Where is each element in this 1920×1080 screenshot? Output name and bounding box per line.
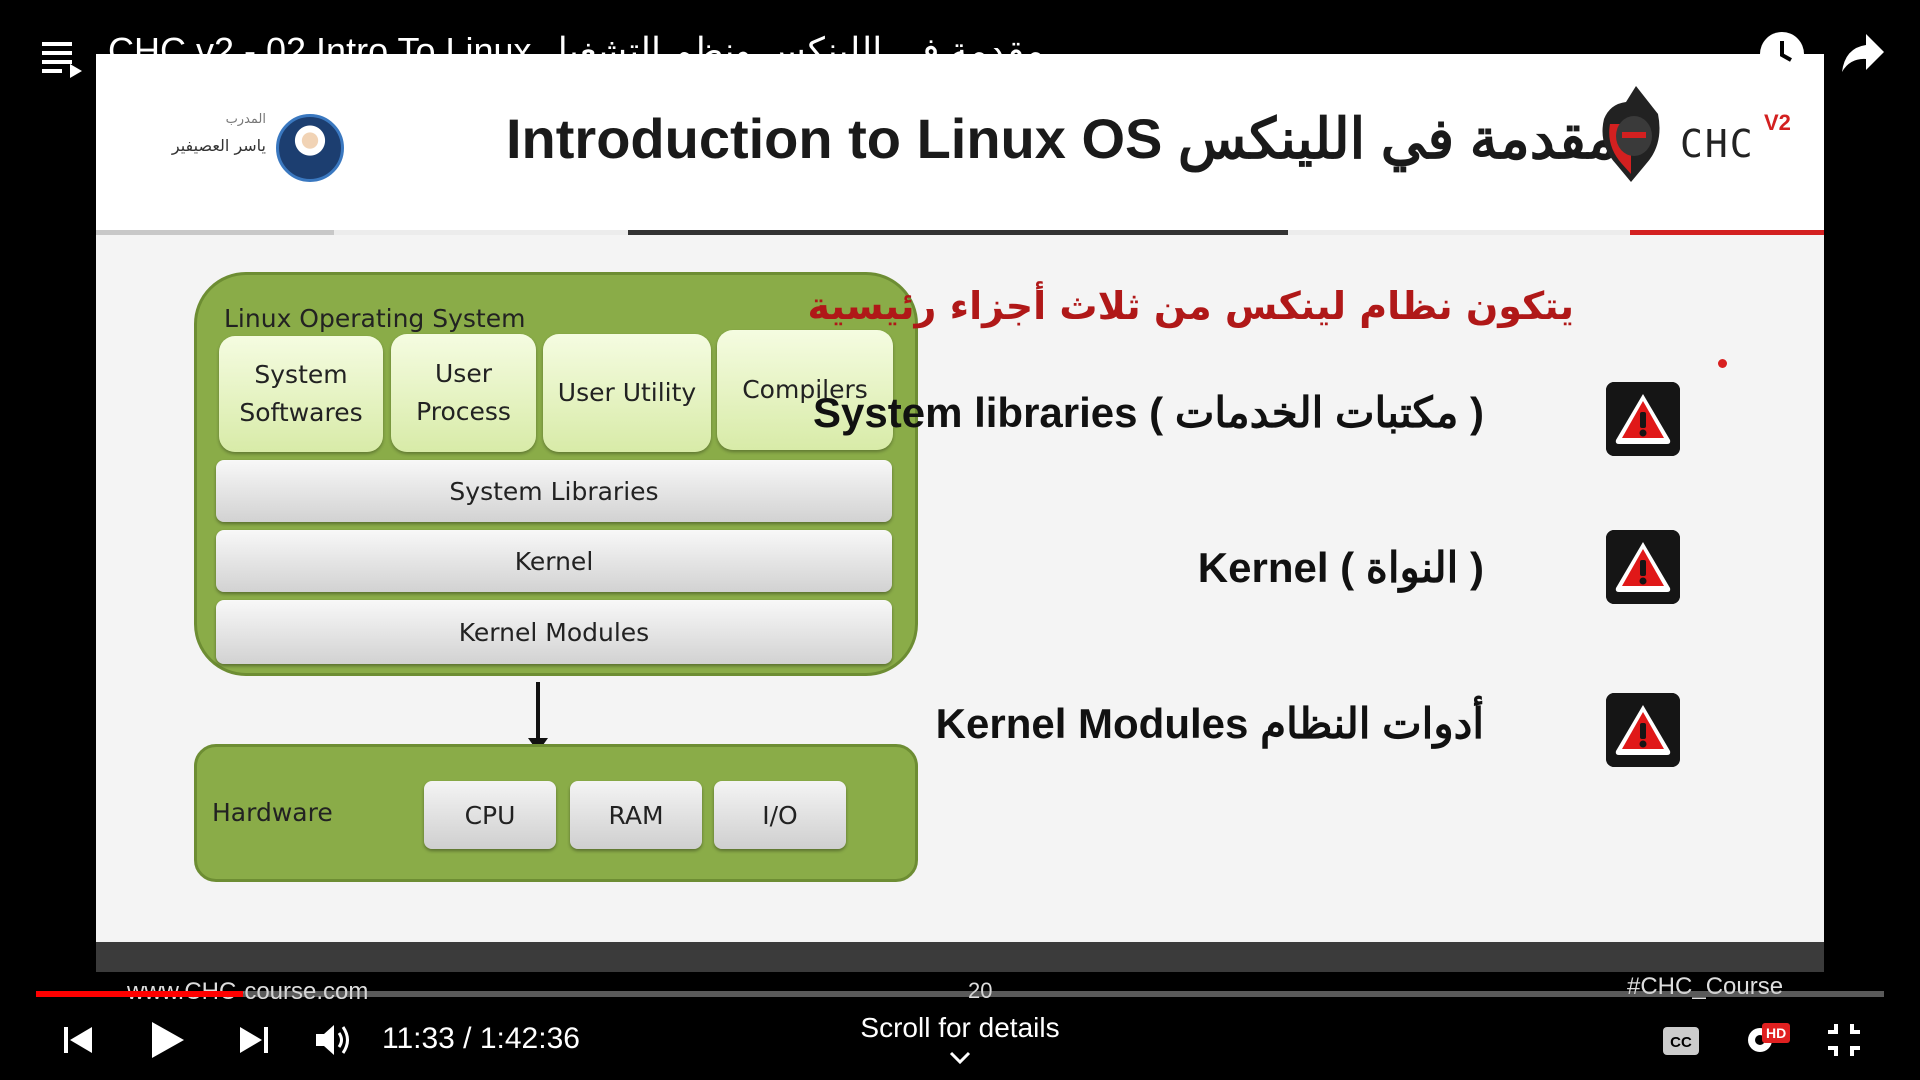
hw-io: I/O — [714, 781, 846, 849]
warning-icon — [1606, 382, 1680, 456]
chc-logo-icon — [1602, 86, 1660, 182]
hardware-label: Hardware — [212, 798, 333, 827]
header-divider — [628, 230, 1288, 235]
progress-played — [36, 991, 243, 997]
trainer-name: ياسر العصيفير — [171, 136, 266, 155]
exit-fullscreen-icon[interactable] — [1826, 1022, 1862, 1058]
trainer-label: المدرب — [225, 112, 266, 127]
header-divider — [96, 230, 334, 235]
hw-ram: RAM — [570, 781, 702, 849]
logo-version: V2 — [1764, 110, 1791, 135]
chevron-down-icon[interactable] — [948, 1050, 972, 1066]
point-system-libraries: System libraries ( مكتبات الخدمات ) — [813, 389, 1484, 436]
watch-later-icon[interactable] — [1758, 30, 1806, 78]
slide-footer — [96, 942, 1824, 972]
scroll-hint[interactable]: Scroll for details — [860, 1012, 1060, 1043]
header-divider — [1288, 230, 1630, 235]
layer-kernel-modules: Kernel Modules — [216, 600, 892, 664]
hd-badge: HD — [1762, 1023, 1791, 1043]
logo-text: CHC — [1680, 122, 1755, 166]
footer-hashtag: #CHC_Course — [1627, 973, 1784, 1000]
os-title: Linux Operating System — [224, 304, 526, 333]
header-divider — [334, 230, 628, 235]
volume-icon[interactable] — [314, 1022, 354, 1058]
arrow-line — [536, 682, 540, 744]
time-display: 11:33 / 1:42:36 — [382, 1022, 580, 1055]
video-frame[interactable]: Introduction to Linux OS مقدمة في اللينك… — [96, 54, 1824, 972]
layer-system-libraries: System Libraries — [216, 460, 892, 522]
tile-system-softwares: System Softwares — [219, 336, 383, 452]
video-title[interactable]: CHC v2 - 02 Intro To Linux مقدمة في اللي… — [108, 30, 1045, 71]
slide-subtitle: يتكون نظام لينكس من ثلاث أجزاء رئيسية — [807, 284, 1574, 328]
header-divider — [1630, 230, 1824, 235]
playlist-icon[interactable] — [40, 38, 84, 78]
previous-icon[interactable] — [62, 1024, 94, 1056]
slide-title: Introduction to Linux OS مقدمة في اللينك… — [506, 107, 1618, 170]
play-icon[interactable] — [150, 1020, 186, 1060]
tile-compilers: Compilers — [717, 330, 893, 450]
tile-user-process: User Process — [391, 334, 536, 452]
progress-bar[interactable] — [36, 991, 1884, 997]
captions-icon[interactable]: CC — [1662, 1026, 1700, 1056]
warning-icon — [1606, 693, 1680, 767]
hw-cpu: CPU — [424, 781, 556, 849]
tile-user-utility: User Utility — [543, 334, 711, 452]
bullet-dot — [1718, 359, 1727, 368]
slide-header — [96, 54, 1824, 230]
point-kernel: Kernel ( النواة ) — [1197, 544, 1484, 591]
warning-icon — [1606, 530, 1680, 604]
layer-kernel: Kernel — [216, 530, 892, 592]
trainer-avatar — [276, 114, 344, 182]
next-icon[interactable] — [238, 1024, 270, 1056]
footer-page-number: 20 — [968, 978, 993, 1003]
share-icon[interactable] — [1840, 32, 1886, 74]
point-kernel-modules: Kernel Modules أدوات النظام — [935, 700, 1484, 747]
svg-text:CC: CC — [1670, 1034, 1692, 1051]
